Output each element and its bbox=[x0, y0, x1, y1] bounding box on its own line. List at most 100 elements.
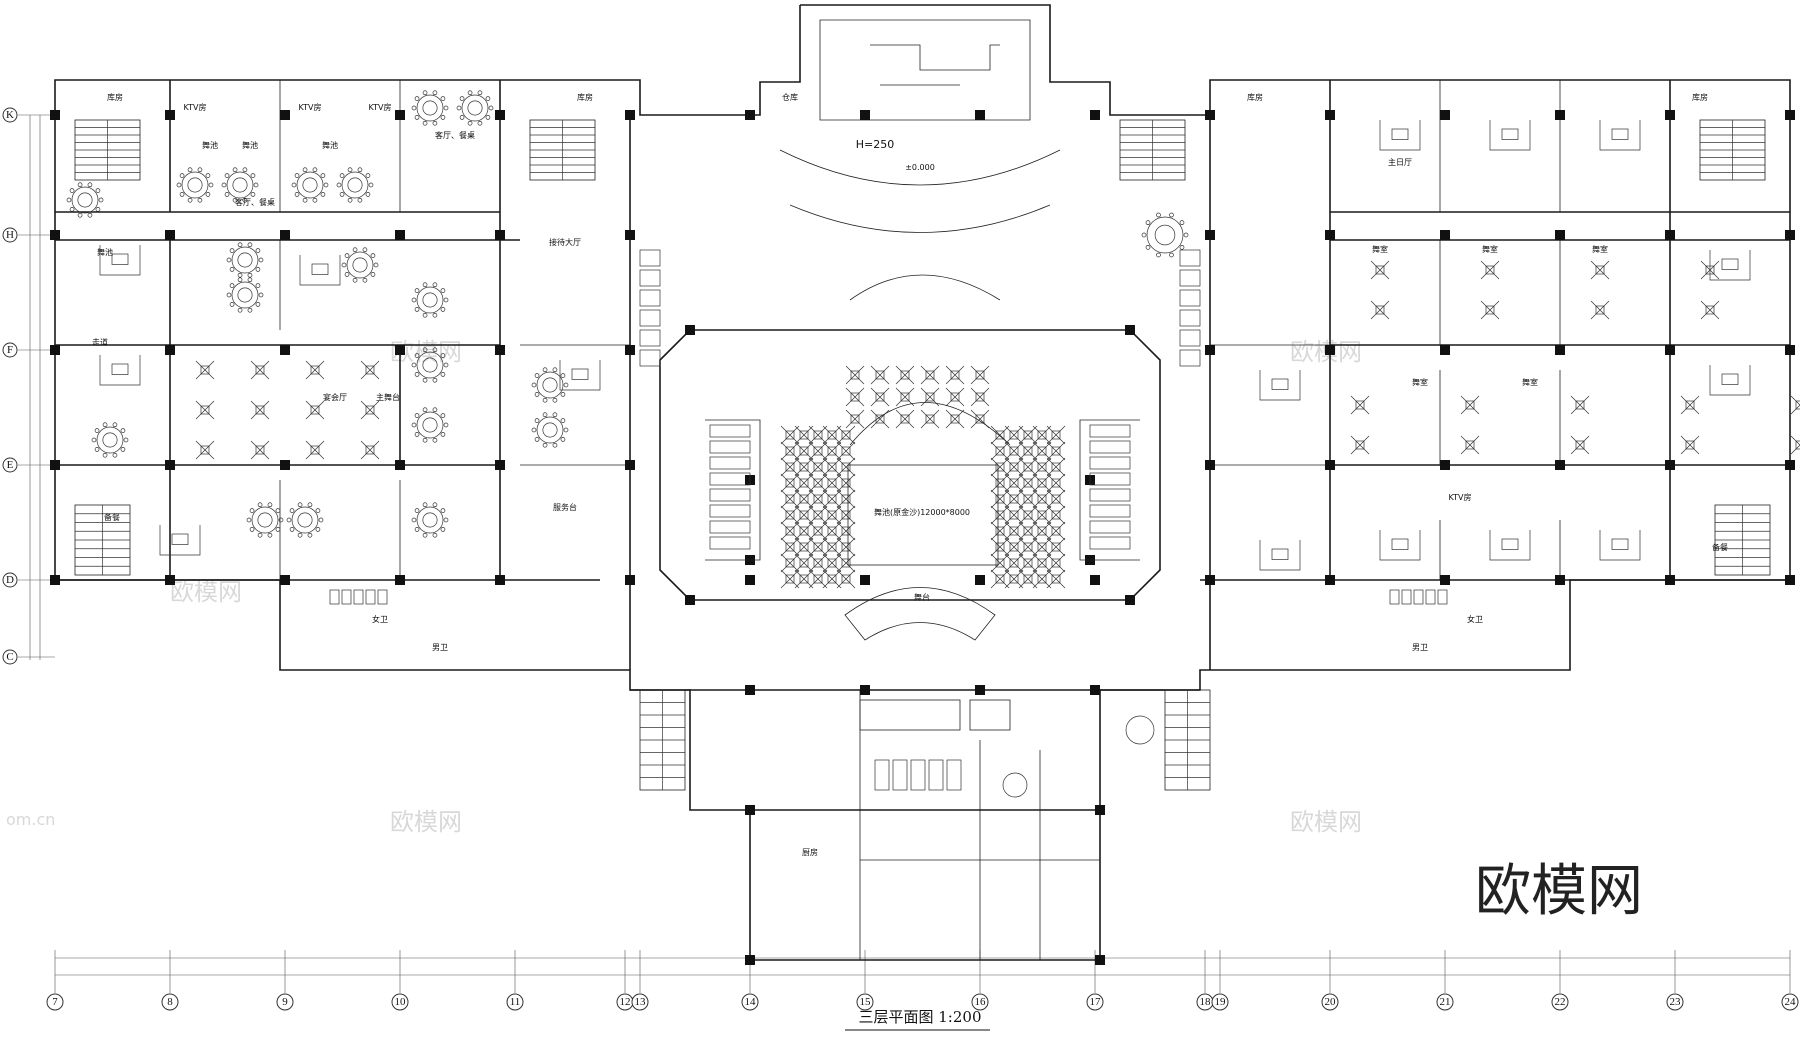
label-kitchen: 厨房 bbox=[802, 847, 818, 857]
square-table bbox=[1032, 441, 1052, 461]
room-labels: 库房 库房 库房 库房 仓库 KTV房 KTV房 KTV房 舞池 舞池 舞池 客… bbox=[92, 92, 1728, 857]
drawing-title-block: 三层平面图 1:200 bbox=[845, 1008, 990, 1031]
sofa-set bbox=[1599, 120, 1641, 151]
column bbox=[975, 685, 985, 695]
column bbox=[395, 230, 405, 240]
label-stage: 舞台 bbox=[914, 592, 930, 602]
square-table bbox=[895, 387, 915, 407]
label-service-desk: 服务台 bbox=[553, 502, 577, 512]
square-table bbox=[1046, 441, 1066, 461]
kitchen-equipment bbox=[946, 759, 962, 791]
furniture-layout bbox=[66, 90, 1800, 798]
column-axis-label: 8 bbox=[167, 996, 173, 1008]
square-table bbox=[836, 569, 856, 589]
column-axis-bubble bbox=[1211, 993, 1229, 1011]
square-table bbox=[945, 387, 965, 407]
sofa-set bbox=[1599, 530, 1641, 561]
column bbox=[1665, 345, 1675, 355]
background-watermarks: 欧模网 欧模网 欧模网 欧模网 欧模网 om.cn bbox=[6, 338, 1362, 836]
column bbox=[1785, 110, 1795, 120]
square-table bbox=[822, 441, 842, 461]
square-table bbox=[822, 553, 842, 573]
label-ktv-2: KTV房 bbox=[299, 102, 322, 112]
square-table bbox=[1004, 441, 1024, 461]
square-table bbox=[870, 387, 890, 407]
square-table bbox=[794, 553, 814, 573]
column-axis-label: 17 bbox=[1090, 996, 1102, 1008]
square-table bbox=[1590, 260, 1610, 280]
square-table bbox=[990, 457, 1010, 477]
label-dance-room-2: 舞室 bbox=[1482, 244, 1498, 254]
column-axis-bubble bbox=[1436, 993, 1454, 1011]
square-table bbox=[870, 365, 890, 385]
square-table bbox=[836, 457, 856, 477]
column bbox=[685, 325, 695, 335]
column bbox=[1785, 345, 1795, 355]
square-table bbox=[1790, 435, 1800, 455]
column bbox=[1205, 345, 1215, 355]
booth-seat bbox=[709, 424, 751, 438]
square-table bbox=[1032, 505, 1052, 525]
square-table bbox=[1018, 441, 1038, 461]
sofa-set bbox=[559, 360, 601, 391]
square-table bbox=[1004, 425, 1024, 445]
column-axis-label: 21 bbox=[1440, 996, 1451, 1008]
square-table bbox=[945, 409, 965, 429]
round-table bbox=[291, 167, 329, 203]
square-table bbox=[945, 365, 965, 385]
square-table bbox=[780, 425, 800, 445]
column bbox=[1785, 460, 1795, 470]
column bbox=[165, 575, 175, 585]
square-table bbox=[1004, 521, 1024, 541]
booth-seat bbox=[709, 472, 751, 486]
column bbox=[1555, 460, 1565, 470]
row-axis-label: E bbox=[7, 459, 14, 471]
label-warehouse: 仓库 bbox=[782, 92, 798, 102]
square-table bbox=[1004, 457, 1024, 477]
booth-seat bbox=[1089, 440, 1131, 454]
row-axis-bubble bbox=[2, 107, 18, 123]
square-table bbox=[836, 537, 856, 557]
label-ktv-right: KTV房 bbox=[1449, 492, 1472, 502]
kitchen-equipment bbox=[874, 759, 890, 791]
square-table bbox=[794, 521, 814, 541]
column bbox=[625, 575, 635, 585]
label-dance-room-4: 舞室 bbox=[1412, 377, 1428, 387]
square-table bbox=[780, 521, 800, 541]
booth-seat bbox=[1089, 456, 1131, 470]
column bbox=[685, 595, 695, 605]
sofa-set bbox=[1259, 370, 1301, 401]
column-axis-label: 14 bbox=[745, 996, 757, 1008]
square-table bbox=[794, 489, 814, 509]
column bbox=[1555, 345, 1565, 355]
square-table bbox=[1032, 473, 1052, 493]
label-living-dining-1: 客厅、餐桌 bbox=[435, 130, 475, 140]
square-table bbox=[836, 473, 856, 493]
square-table bbox=[1032, 425, 1052, 445]
row-axis-label: K bbox=[6, 109, 14, 121]
row-axis-label: F bbox=[7, 344, 13, 356]
column-axis-label: 12 bbox=[620, 996, 631, 1008]
square-table bbox=[990, 473, 1010, 493]
round-table bbox=[341, 247, 379, 283]
label-height-mark: H=250 bbox=[856, 138, 894, 151]
square-table bbox=[808, 441, 828, 461]
booth-seat bbox=[1179, 269, 1201, 287]
column bbox=[1090, 575, 1100, 585]
column bbox=[745, 575, 755, 585]
column-axis-bubble bbox=[46, 993, 64, 1011]
column bbox=[50, 460, 60, 470]
label-banquet-hall: 宴会厅 bbox=[323, 392, 347, 402]
row-axis-bubble bbox=[2, 649, 18, 665]
square-table bbox=[836, 425, 856, 445]
square-table bbox=[794, 569, 814, 589]
square-table bbox=[1570, 435, 1590, 455]
booth-seat bbox=[639, 249, 661, 267]
column bbox=[165, 460, 175, 470]
drawing-title: 三层平面图 1:200 bbox=[859, 1008, 982, 1026]
square-table bbox=[195, 360, 215, 380]
square-table bbox=[360, 360, 380, 380]
square-table bbox=[1018, 457, 1038, 477]
sofa-set bbox=[99, 355, 141, 386]
label-living-dining-2: 客厅、餐桌 bbox=[235, 197, 275, 207]
